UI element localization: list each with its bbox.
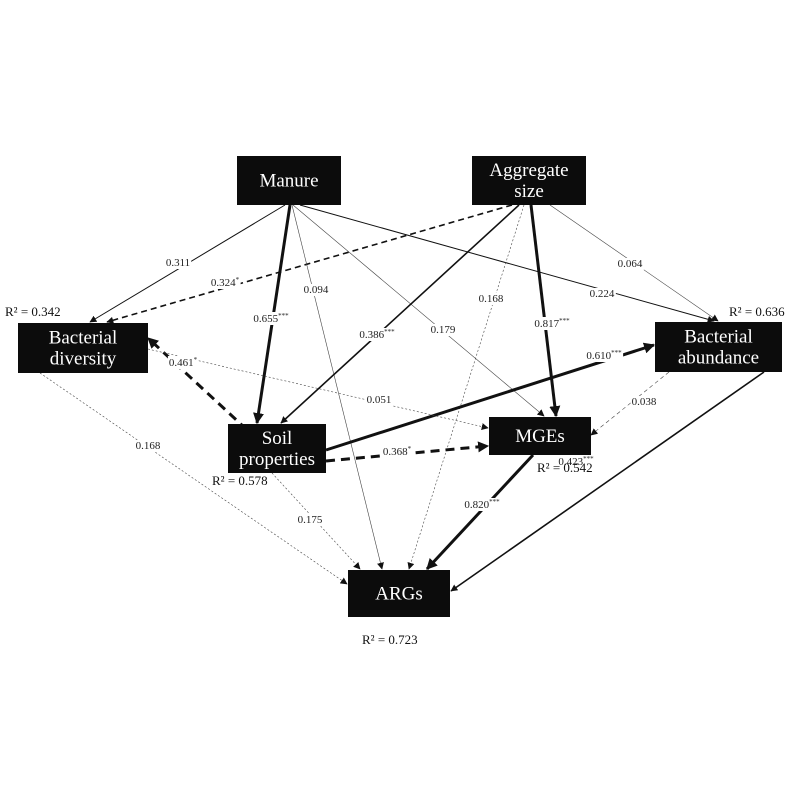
coefficient-background xyxy=(477,293,505,305)
node-label-bacabund: Bacterial xyxy=(684,326,753,347)
coefficient-background xyxy=(585,349,624,362)
path-coefficient-aggregate-to-args: 0.168 xyxy=(479,293,504,305)
coefficient-background xyxy=(134,440,162,452)
node-label-aggregate: Aggregate xyxy=(489,160,568,181)
node-box-manure xyxy=(237,156,341,205)
path-coefficient-bacabund-to-args: 0.423*** xyxy=(558,455,594,468)
path-arrow-soil-to-bacdiv xyxy=(146,336,260,442)
path-arrow-mges-to-args xyxy=(425,453,535,571)
path-coefficient-manure-to-bacabund: 0.224 xyxy=(590,288,615,300)
coefficient-background xyxy=(381,445,413,458)
node-box-mges xyxy=(489,417,591,455)
path-coefficient-manure-to-soil: 0.655*** xyxy=(253,312,289,325)
node-box-bacdiv xyxy=(18,323,148,373)
coefficient-background xyxy=(557,455,596,468)
node-label-args: ARGs xyxy=(375,583,423,604)
path-coefficient-manure-to-bacdiv: 0.311 xyxy=(166,257,190,269)
path-coefficient-bacdiv-to-mges: 0.051 xyxy=(367,394,392,406)
path-arrow-bacabund-to-mges xyxy=(590,371,670,436)
node-args: ARGs xyxy=(348,570,450,617)
path-coefficient-aggregate-to-bacabund: 0.064 xyxy=(618,258,643,270)
path-arrow-aggregate-to-soil xyxy=(280,204,520,424)
node-label-manure: Manure xyxy=(259,170,318,191)
r-squared-labels: R² = 0.342 R² = 0.636 R² = 0.578 R² = 0.542… xyxy=(5,304,785,647)
r-squared-bacdiv: R² = 0.342 xyxy=(5,304,61,319)
coefficient-background xyxy=(533,317,572,330)
coefficient-background xyxy=(616,258,644,270)
path-coefficient-manure-to-mges: 0.179 xyxy=(431,324,456,336)
coefficient-background xyxy=(302,284,330,296)
coefficient-background xyxy=(164,257,192,269)
coefficient-background xyxy=(358,328,397,341)
r-squared-mges: R² = 0.542 xyxy=(537,460,593,475)
path-arrow-soil-to-bacabund xyxy=(325,342,656,452)
coefficient-background xyxy=(588,288,616,300)
coefficient-background xyxy=(429,324,457,336)
coefficient-background xyxy=(463,498,502,511)
path-arrow-aggregate-to-bacdiv xyxy=(106,204,513,324)
path-coefficient-aggregate-to-soil: 0.386*** xyxy=(359,328,395,341)
path-arrow-manure-to-args xyxy=(291,204,384,570)
coefficient-background xyxy=(167,356,199,369)
r-squared-args: R² = 0.723 xyxy=(362,632,418,647)
coefficient-background xyxy=(296,514,324,526)
node-label-bacabund: abundance xyxy=(678,347,759,368)
path-coefficient-bacabund-to-mges: 0.038 xyxy=(632,396,657,408)
node-box-soil xyxy=(228,424,326,473)
r-squared-soil: R² = 0.578 xyxy=(212,473,268,488)
path-arrow-aggregate-to-mges xyxy=(529,204,561,418)
coefficient-background xyxy=(252,312,291,325)
node-box-bacabund xyxy=(655,322,782,372)
coefficient-background xyxy=(630,396,658,408)
node-mges: MGEs xyxy=(489,417,591,455)
node-label-aggregate: size xyxy=(514,181,544,202)
path-coefficient-aggregate-to-mges: 0.817*** xyxy=(534,317,570,330)
r-squared-bacabund: R² = 0.636 xyxy=(729,304,785,319)
path-coefficient-manure-to-args: 0.094 xyxy=(304,284,329,296)
path-coefficients: 0.311 0.324* 0.655*** 0.094 0.179 0.224 0.386*… xyxy=(134,257,658,526)
coefficient-background xyxy=(209,276,241,289)
path-coefficient-soil-to-bacabund: 0.610*** xyxy=(586,349,622,362)
node-label-bacdiv: diversity xyxy=(50,348,117,369)
path-coefficient-soil-to-args: 0.175 xyxy=(298,514,323,526)
coefficient-background xyxy=(365,394,393,406)
path-coefficient-soil-to-mges: 0.368* xyxy=(383,445,412,458)
node-box-aggregate xyxy=(472,156,586,205)
path-coefficient-mges-to-args: 0.820*** xyxy=(464,498,500,511)
node-label-mges: MGEs xyxy=(515,426,565,447)
node-label-soil: Soil xyxy=(262,428,293,449)
node-box-args xyxy=(348,570,450,617)
node-label-bacdiv: Bacterial xyxy=(49,327,118,348)
node-manure: Manure xyxy=(237,156,341,205)
node-label-soil: properties xyxy=(239,449,315,470)
path-arrow-bacabund-to-args xyxy=(450,371,765,592)
path-coefficient-soil-to-bacdiv: 0.461* xyxy=(169,356,198,369)
path-coefficient-bacdiv-to-args: 0.168 xyxy=(136,440,161,452)
path-arrow-aggregate-to-args xyxy=(407,204,525,570)
path-arrow-manure-to-mges xyxy=(292,204,545,417)
path-coefficient-aggregate-to-bacdiv: 0.324* xyxy=(211,276,240,289)
path-arrow-manure-to-bacabund xyxy=(299,204,715,323)
